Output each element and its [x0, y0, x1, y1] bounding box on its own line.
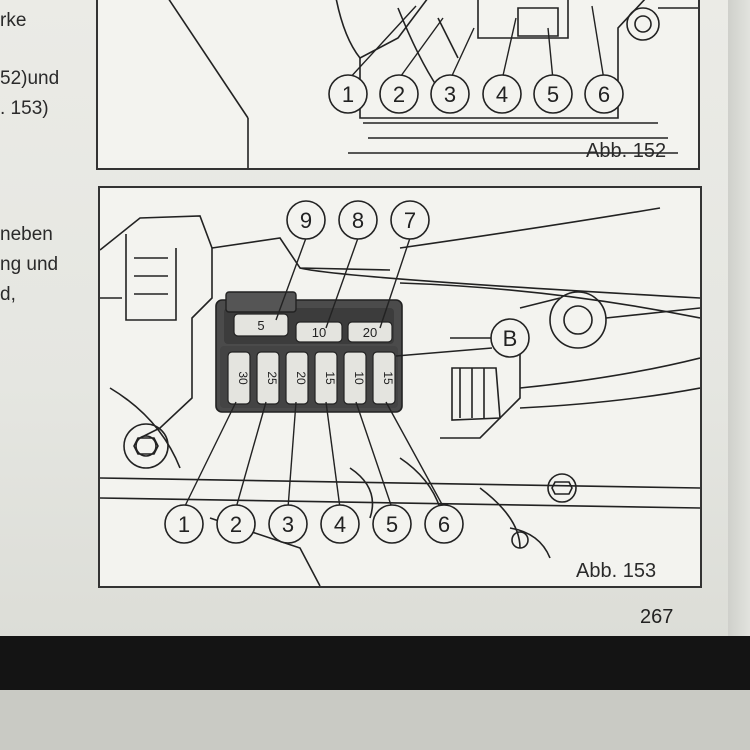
svg-text:20: 20 [363, 325, 377, 340]
fuse-bottom-5: 10 [343, 351, 367, 405]
fuse-bottom-3: 20 [285, 351, 309, 405]
fuse-bottom-4: 15 [314, 351, 338, 405]
svg-text:5: 5 [547, 82, 559, 107]
svg-text:10: 10 [312, 325, 326, 340]
svg-text:7: 7 [404, 208, 416, 233]
callout-152-4: 4 [482, 74, 522, 114]
svg-text:2: 2 [230, 512, 242, 537]
callout-153-4: 4 [320, 504, 360, 544]
svg-text:15: 15 [323, 371, 337, 385]
callout-153-3: 3 [268, 504, 308, 544]
figure-152-callouts: 1 2 3 4 5 6 [328, 74, 624, 114]
svg-text:20: 20 [294, 371, 308, 385]
svg-text:9: 9 [300, 208, 312, 233]
callout-152-2: 2 [379, 74, 419, 114]
callout-152-1: 1 [328, 74, 368, 114]
figure-152-caption: Abb. 152 [586, 140, 667, 162]
page-number: 267 [640, 606, 674, 628]
fuse-bottom-6: 15 [372, 351, 396, 405]
svg-text:6: 6 [438, 512, 450, 537]
figure-152: 1 2 3 4 5 6 Abb. 152 [96, 0, 700, 170]
callout-153-6: 6 [424, 504, 464, 544]
table-surface [0, 690, 750, 750]
svg-text:2: 2 [393, 82, 405, 107]
svg-text:3: 3 [282, 512, 294, 537]
svg-text:1: 1 [342, 82, 354, 107]
side-text-line-6: d, [0, 284, 16, 305]
callout-153-b: B [490, 318, 530, 358]
svg-text:5: 5 [257, 318, 264, 333]
figure-153: 5 10 20 30 25 20 [98, 186, 702, 588]
figure-152-drawing: 1 2 3 4 5 6 [168, 0, 698, 168]
svg-text:4: 4 [334, 512, 346, 537]
callout-153-1: 1 [164, 504, 204, 544]
figure-153-caption: Abb. 153 [576, 560, 657, 582]
book-cover-edge [0, 636, 750, 696]
svg-text:B: B [503, 326, 518, 351]
fuse-bottom-1: 30 [227, 351, 251, 405]
fuse-top-9: 5 [233, 313, 289, 337]
callout-153-2: 2 [216, 504, 256, 544]
fuse-top-7: 20 [347, 321, 393, 343]
callout-153-7: 7 [390, 200, 430, 240]
svg-text:1: 1 [178, 512, 190, 537]
figure-153-drawing: 5 10 20 30 25 20 [100, 200, 700, 586]
svg-text:3: 3 [444, 82, 456, 107]
svg-text:8: 8 [352, 208, 364, 233]
callout-153-8: 8 [338, 200, 378, 240]
side-text-line-1: rke [0, 10, 27, 31]
svg-text:4: 4 [496, 82, 508, 107]
svg-text:6: 6 [598, 82, 610, 107]
callout-153-5: 5 [372, 504, 412, 544]
side-text-line-2: 52)und [0, 68, 60, 89]
side-text-line-5: ng und [0, 254, 59, 275]
svg-text:10: 10 [352, 371, 366, 385]
svg-text:30: 30 [236, 371, 250, 385]
side-text-line-3: . 153) [0, 98, 49, 119]
side-text-line-4: neben [0, 224, 53, 245]
fuse-bottom-2: 25 [256, 351, 280, 405]
svg-text:15: 15 [381, 371, 395, 385]
callout-152-3: 3 [430, 74, 470, 114]
svg-text:5: 5 [386, 512, 398, 537]
callout-153-9: 9 [286, 200, 326, 240]
callout-152-5: 5 [533, 74, 573, 114]
svg-text:25: 25 [265, 371, 279, 385]
manual-page: rke 52)und . 153) neben ng und d, [0, 0, 730, 640]
fuse-top-8: 10 [295, 321, 343, 343]
page-stack-edge [728, 0, 750, 650]
callout-152-6: 6 [584, 74, 624, 114]
